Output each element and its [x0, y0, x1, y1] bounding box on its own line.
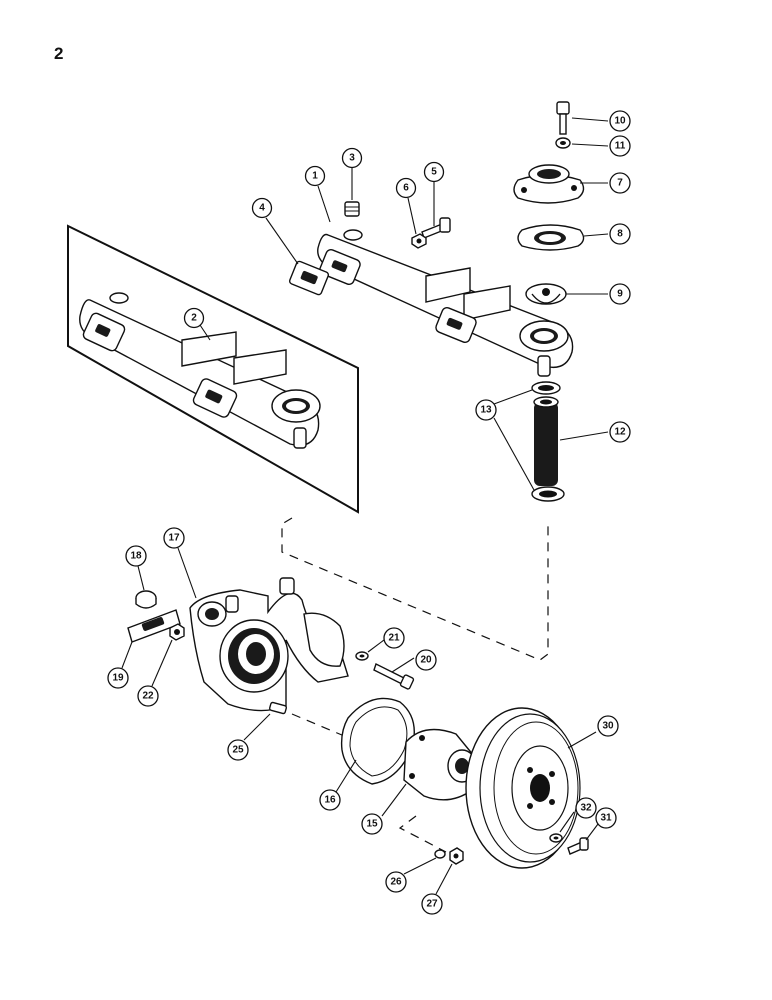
callout-13: 13 — [475, 399, 497, 421]
svg-text:26: 26 — [390, 877, 402, 888]
callout-26: 26 — [385, 871, 407, 893]
washer-32 — [549, 833, 563, 843]
elbow-7 — [513, 164, 585, 204]
nut-22 — [169, 623, 185, 641]
washer-26 — [434, 849, 446, 859]
pulley-30 — [465, 707, 581, 869]
washer-6 — [411, 233, 427, 249]
callout-16: 16 — [319, 789, 341, 811]
svg-text:8: 8 — [617, 229, 623, 240]
svg-text:4: 4 — [259, 203, 265, 214]
hose-12 — [533, 396, 559, 486]
callout-11: 11 — [609, 135, 631, 157]
pump-body-15 — [403, 728, 477, 801]
bolt-10 — [556, 101, 570, 135]
dashed-path-hose — [281, 517, 549, 661]
callout-18: 18 — [125, 545, 147, 567]
manifold-alternate — [79, 292, 321, 449]
callout-20: 20 — [415, 649, 437, 671]
dashed-path-nut — [398, 815, 447, 853]
callout-30: 30 — [597, 715, 619, 737]
svg-text:7: 7 — [617, 178, 623, 189]
svg-text:22: 22 — [142, 691, 154, 702]
leader-lines — [121, 117, 609, 895]
callout-7: 7 — [609, 172, 631, 194]
callout-1: 1 — [304, 165, 326, 187]
gasket-4 — [288, 260, 330, 296]
svg-text:10: 10 — [614, 116, 626, 127]
pump-housing-17 — [189, 577, 349, 712]
svg-text:12: 12 — [614, 427, 626, 438]
svg-text:1: 1 — [312, 171, 318, 182]
callout-22: 22 — [137, 685, 159, 707]
callout-19: 19 — [107, 667, 129, 689]
svg-text:21: 21 — [388, 633, 400, 644]
callout-3: 3 — [341, 147, 363, 169]
svg-text:6: 6 — [403, 183, 409, 194]
lockwasher-11 — [555, 137, 571, 149]
callout-25: 25 — [227, 739, 249, 761]
svg-text:32: 32 — [580, 803, 592, 814]
callout-5: 5 — [423, 161, 445, 183]
stud-25 — [268, 701, 288, 715]
callout-32: 32 — [575, 797, 597, 819]
callout-31: 31 — [595, 807, 617, 829]
callout-21: 21 — [383, 627, 405, 649]
clamp-13-upper — [531, 381, 561, 395]
inset-panel — [67, 224, 359, 514]
thermostat-9 — [525, 283, 567, 305]
svg-text:16: 16 — [324, 795, 336, 806]
svg-text:27: 27 — [426, 899, 438, 910]
bolt-20 — [373, 663, 415, 690]
plug-3 — [344, 201, 360, 217]
nut-27 — [449, 847, 464, 865]
washer-21 — [355, 651, 369, 661]
bolt-31 — [567, 837, 589, 855]
gasket-19 — [127, 609, 181, 643]
plug-18 — [135, 590, 157, 609]
callout-6: 6 — [395, 177, 417, 199]
callout-17: 17 — [163, 527, 185, 549]
svg-text:5: 5 — [431, 167, 437, 178]
svg-text:11: 11 — [615, 141, 626, 152]
svg-text:25: 25 — [232, 745, 244, 756]
svg-text:30: 30 — [602, 721, 614, 732]
svg-text:15: 15 — [366, 819, 378, 830]
callout-9: 9 — [609, 283, 631, 305]
callout-2: 2 — [183, 307, 205, 329]
gasket-16 — [340, 697, 415, 785]
clamp-13-lower — [531, 486, 565, 502]
manifold-main — [317, 229, 574, 377]
callout-15: 15 — [361, 813, 383, 835]
callout-12: 12 — [609, 421, 631, 443]
svg-text:18: 18 — [130, 551, 142, 562]
svg-text:3: 3 — [349, 153, 355, 164]
callout-27: 27 — [421, 893, 443, 915]
callout-4: 4 — [251, 197, 273, 219]
svg-text:31: 31 — [600, 813, 612, 824]
gasket-8 — [517, 224, 585, 251]
svg-text:2: 2 — [191, 313, 197, 324]
svg-text:19: 19 — [112, 673, 124, 684]
bolt-5 — [421, 217, 451, 239]
svg-text:13: 13 — [480, 405, 492, 416]
page-number: 2 — [54, 44, 64, 63]
svg-text:9: 9 — [617, 289, 623, 300]
svg-text:20: 20 — [420, 655, 432, 666]
svg-text:17: 17 — [168, 533, 180, 544]
callout-10: 10 — [609, 110, 631, 132]
callout-8: 8 — [609, 223, 631, 245]
